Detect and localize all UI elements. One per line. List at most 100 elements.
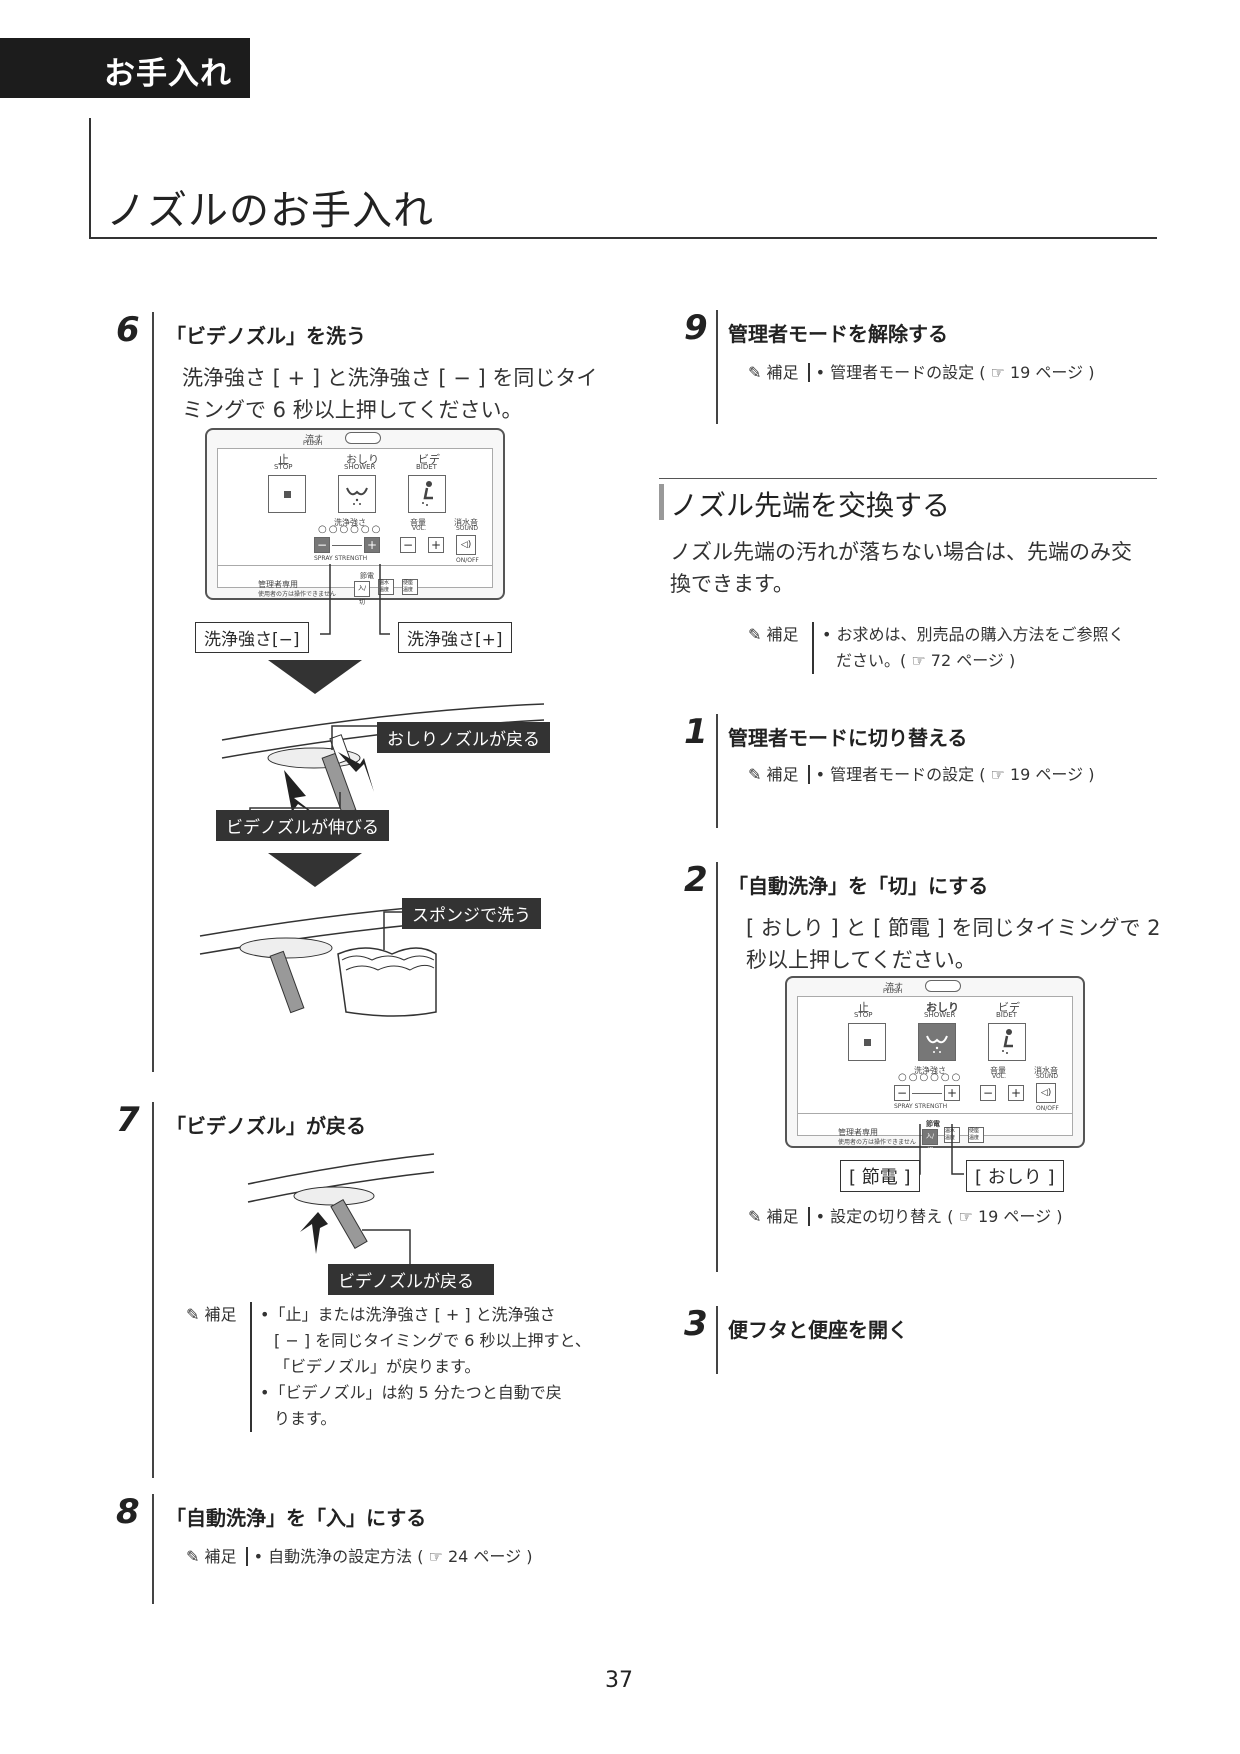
callout-strength-plus: 洗浄強さ[+] xyxy=(398,622,512,653)
note-label: 補足 xyxy=(204,1547,237,1566)
shower-icon xyxy=(926,1035,948,1053)
supplement-note-body: • お求めは、別売品の購入方法をご参照く ださい。( ☞ 72 ページ ) xyxy=(812,622,1125,674)
panel-face: 止 STOP おしり SHOWER ビデ BIDET 洗浄強さ ○○○○○○ −… xyxy=(797,996,1073,1154)
step-number: 1 xyxy=(684,712,708,752)
strength-minus-button[interactable]: − xyxy=(894,1085,910,1101)
control-panel-diagram: 流す FLUSH 止 STOP おしり SHOWER ビデ BIDET 洗浄強さ… xyxy=(785,976,1085,1154)
shower-label: おしり xyxy=(346,453,379,466)
title-divider-horizontal xyxy=(89,237,1157,239)
nozzle-return-illustration xyxy=(247,1153,435,1254)
callout-bidet-nozzle-extend: ビデノズルが伸びる xyxy=(216,810,389,841)
panel-face: 止 STOP おしり SHOWER ビデ BIDET 洗浄強さ ○○○○○○ −… xyxy=(217,448,493,606)
flush-button[interactable] xyxy=(345,432,381,444)
shower-button[interactable] xyxy=(918,1023,956,1061)
stop-label: 止 xyxy=(278,453,289,466)
supplement-note: ✎ 補足 xyxy=(186,1302,237,1328)
supplement-note: ✎ 補足 • 設定の切り替え ( ☞ 19 ページ ) xyxy=(748,1204,1063,1230)
callout-sponge-wash: スポンジで洗う xyxy=(402,898,541,929)
onoff-label: ON/OFF xyxy=(1036,1105,1059,1112)
note-line: [ − ] を同じタイミングで 6 秒以上押すと、 xyxy=(274,1331,591,1350)
strength-slider-line xyxy=(332,545,362,546)
spray-strength-label: SPRAY STRENGTH xyxy=(314,555,368,562)
stop-icon xyxy=(284,491,291,498)
bidet-label: ビデ xyxy=(998,1001,1020,1014)
shower-icon xyxy=(346,487,368,505)
flush-sub-label: FLUSH xyxy=(883,988,903,995)
step-divider xyxy=(152,1494,154,1604)
bidet-button[interactable] xyxy=(988,1023,1026,1061)
section-tab: お手入れ xyxy=(0,38,250,98)
step-heading: 「自動洗浄」を「切」にする xyxy=(728,874,989,898)
strength-label: 洗浄強さ xyxy=(334,518,366,527)
body-line: 秒以上押してください。 xyxy=(746,948,976,972)
step-heading: 管理者モードを解除する xyxy=(728,322,948,346)
bidet-en-label: BIDET xyxy=(416,463,437,471)
flush-label: 流す xyxy=(305,435,324,445)
step-divider xyxy=(716,1306,718,1374)
volume-plus-button[interactable]: + xyxy=(428,537,444,553)
supplement-note: ✎ 補足 • 自動洗浄の設定方法 ( ☞ 24 ページ ) xyxy=(186,1544,533,1570)
bidet-button[interactable] xyxy=(408,475,446,513)
pencil-icon: ✎ xyxy=(186,1547,200,1566)
seat-temp-button[interactable]: 便座温度 xyxy=(402,579,418,595)
strength-plus-button[interactable]: + xyxy=(944,1085,960,1101)
note-text: • 管理者モードの設定 ( ☞ 19 ページ ) xyxy=(807,363,1095,382)
note-text: • 管理者モードの設定 ( ☞ 19 ページ ) xyxy=(807,765,1095,784)
step-heading: 「自動洗浄」を「入」にする xyxy=(166,1506,427,1530)
auto-flush-button[interactable]: 入/切 xyxy=(354,581,370,606)
step-heading: 「ビデノズル」が戻る xyxy=(166,1114,366,1138)
stop-en-label: STOP xyxy=(854,1011,873,1019)
callout-leader-lines xyxy=(362,1229,411,1268)
note-line: •「ビデノズル」は約 5 分たつと自動で戻 xyxy=(260,1383,562,1402)
flush-button[interactable] xyxy=(925,980,961,992)
volume-label: 音量 xyxy=(410,518,426,527)
volume-minus-button[interactable]: − xyxy=(980,1085,996,1101)
supplement-note: ✎ 補足 • 管理者モードの設定 ( ☞ 19 ページ ) xyxy=(748,360,1095,386)
bidet-en-label: BIDET xyxy=(996,1011,1017,1019)
sound-button[interactable]: ◁) xyxy=(1036,1083,1056,1103)
callout-power-save: [ 節電 ] xyxy=(840,1160,920,1192)
strength-slider-line xyxy=(912,1093,942,1094)
volume-label: 音量 xyxy=(990,1066,1006,1075)
sound-button[interactable]: ◁) xyxy=(456,535,476,555)
stop-button[interactable] xyxy=(848,1023,886,1061)
step-divider xyxy=(716,714,718,828)
step-divider xyxy=(152,312,154,1072)
strength-plus-button[interactable]: + xyxy=(364,537,380,553)
speaker-icon: ◁) xyxy=(1040,1088,1052,1098)
supplement-note: ✎ 補足 xyxy=(748,622,799,648)
admin-sub-label: 使用者の方は操作できません xyxy=(838,1139,916,1146)
power-save-button[interactable]: 入/切 xyxy=(922,1129,938,1154)
down-arrow-icon xyxy=(268,660,362,694)
note-label: 補足 xyxy=(766,363,799,382)
note-label: 補足 xyxy=(766,765,799,784)
strength-level-dots: ○○○○○○ xyxy=(898,1072,963,1083)
shower-button[interactable] xyxy=(338,475,376,513)
note-line: •「止」または洗浄強さ [ + ] と洗浄強さ xyxy=(260,1305,556,1324)
note-line: • お求めは、別売品の購入方法をご参照く xyxy=(822,625,1125,644)
note-text: • 自動洗浄の設定方法 ( ☞ 24 ページ ) xyxy=(245,1547,533,1566)
callout-oshiri-nozzle-return: おしりノズルが戻る xyxy=(377,722,550,753)
seat-temp-button[interactable]: 便座温度 xyxy=(968,1127,984,1143)
stop-button[interactable] xyxy=(268,475,306,513)
admin-label: 管理者専用 xyxy=(258,580,298,589)
pencil-icon: ✎ xyxy=(748,625,762,644)
body-line: ノズル先端の汚れが落ちない場合は、先端のみ交 xyxy=(670,540,1132,564)
step-divider xyxy=(152,1102,154,1478)
strength-label: 洗浄強さ xyxy=(914,1066,946,1075)
water-temp-button[interactable]: 温水温度 xyxy=(378,579,394,595)
callout-leader-lines xyxy=(320,564,390,635)
volume-plus-button[interactable]: + xyxy=(1008,1085,1024,1101)
note-line: 「ビデノズル」が戻ります。 xyxy=(274,1357,481,1376)
sound-label: 消水音 xyxy=(454,518,478,527)
strength-minus-button[interactable]: − xyxy=(314,537,330,553)
admin-label: 管理者専用 xyxy=(838,1128,878,1137)
bidet-icon xyxy=(1002,1029,1013,1054)
step-divider xyxy=(716,862,718,1272)
note-label: 補足 xyxy=(766,1207,799,1226)
step-body: 洗浄強さ [ + ] と洗浄強さ [ − ] を同じタイ ミングで 6 秒以上押… xyxy=(182,362,597,426)
volume-minus-button[interactable]: − xyxy=(400,537,416,553)
note-label: 補足 xyxy=(766,625,799,644)
callout-bidet-nozzle-return: ビデノズルが戻る xyxy=(328,1264,494,1295)
sound-label: 消水音 xyxy=(1034,1066,1058,1075)
